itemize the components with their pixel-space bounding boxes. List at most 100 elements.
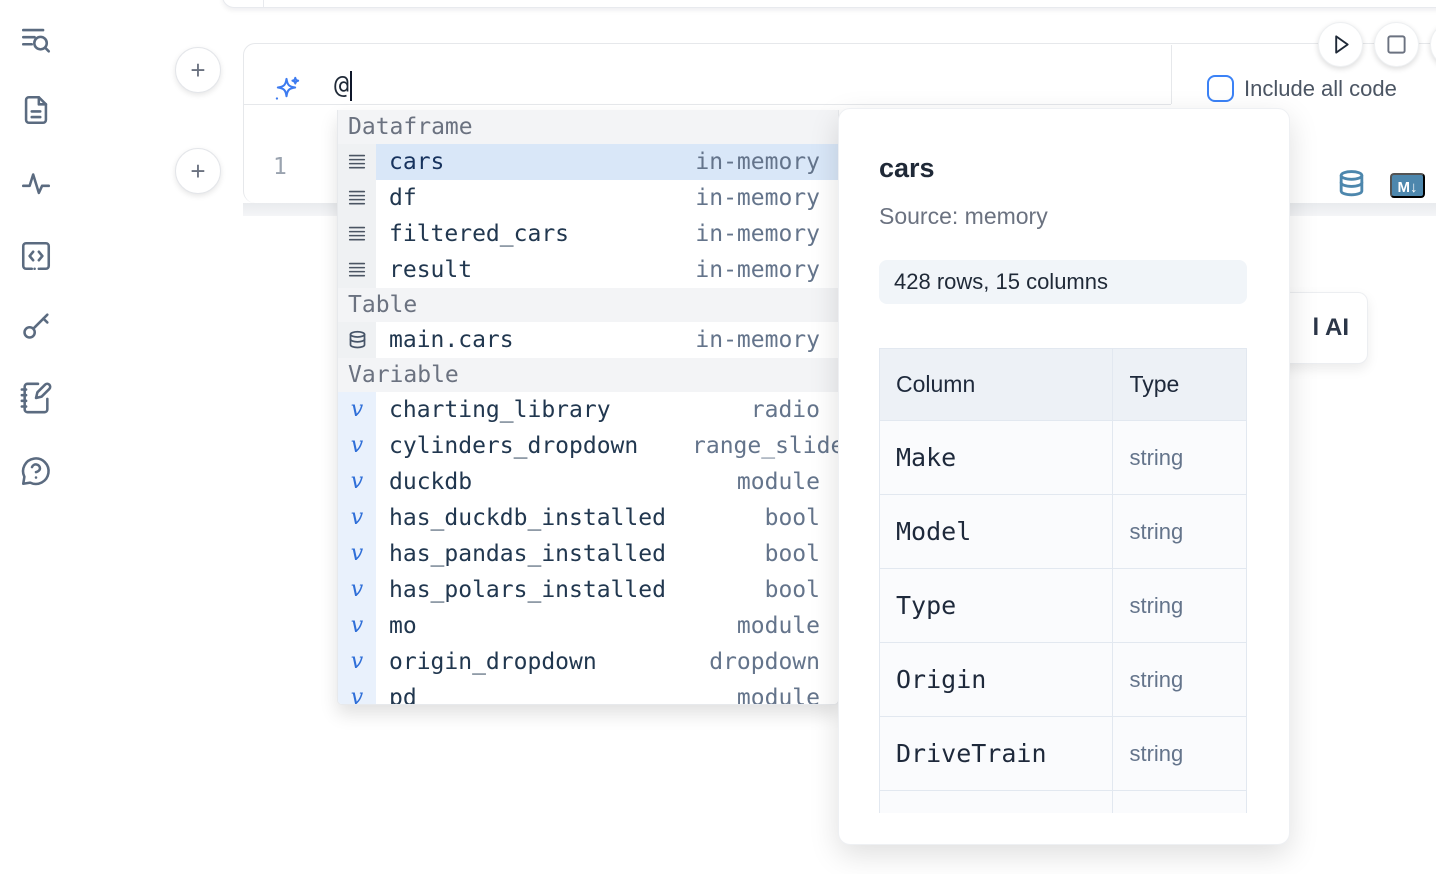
- completion-item[interactable]: v mo module: [338, 608, 838, 644]
- completion-item[interactable]: v duckdb module: [338, 464, 838, 500]
- schema-column-name: Make: [879, 420, 1114, 495]
- dataframe-preview-popup: cars Source: memory 428 rows, 15 columns…: [838, 108, 1290, 845]
- completion-item-label: mo: [389, 613, 417, 639]
- schema-table: Column Type Make string Model string Typ…: [879, 348, 1247, 813]
- completion-item-icon: [338, 252, 376, 288]
- completion-item-label: df: [389, 185, 417, 211]
- schema-column-name: Origin: [879, 642, 1114, 717]
- schema-column-type: string: [1112, 716, 1247, 791]
- completion-item[interactable]: v charting_library radio: [338, 392, 838, 428]
- add-cell-above-button[interactable]: +: [175, 47, 221, 93]
- autocomplete-section: Table main.cars in-memory: [338, 288, 838, 358]
- completion-item-detail: range_slider: [692, 433, 838, 459]
- schema-column-type: string: [1112, 494, 1247, 569]
- sidebar-item-help[interactable]: [18, 454, 54, 490]
- completion-item-detail: in-memory: [695, 185, 820, 211]
- run-cell-button[interactable]: [1318, 22, 1363, 67]
- completion-item-detail: in-memory: [695, 221, 820, 247]
- completion-item[interactable]: main.cars in-memory: [338, 322, 838, 358]
- mention-autocomplete-dropdown: Dataframe cars in-memory df in-memory fi…: [337, 110, 839, 705]
- completion-item[interactable]: v origin_dropdown dropdown: [338, 644, 838, 680]
- autocomplete-section-header: Variable: [338, 358, 838, 392]
- completion-item-detail: module: [736, 613, 820, 639]
- completion-item-label: has_duckdb_installed: [389, 505, 666, 531]
- play-icon: [1335, 35, 1349, 54]
- key-icon: [23, 313, 49, 339]
- schema-row: Make string: [879, 420, 1247, 495]
- schema-table-wrap: Column Type Make string Model string Typ…: [879, 348, 1247, 813]
- left-sidebar: [0, 0, 70, 874]
- completion-item[interactable]: df in-memory: [338, 180, 838, 216]
- autocomplete-section: Variable v charting_library radio v cyli…: [338, 358, 838, 705]
- completion-item-icon: v: [338, 680, 376, 704]
- completion-item[interactable]: filtered_cars in-memory: [338, 216, 838, 252]
- completion-item-label: duckdb: [389, 469, 473, 495]
- list-search-icon: [21, 28, 51, 53]
- schema-header-row: Column Type: [879, 348, 1247, 421]
- schema-row: DriveTrain string: [879, 716, 1247, 791]
- schema-column-type: [1112, 790, 1247, 813]
- completion-item-label: charting_library: [389, 397, 611, 423]
- completion-item[interactable]: v cylinders_dropdown range_slider: [338, 428, 838, 464]
- completion-item-icon: [338, 180, 376, 216]
- completion-item-label: filtered_cars: [389, 221, 570, 247]
- variable-icon: v: [350, 469, 364, 494]
- completion-item[interactable]: cars in-memory: [338, 144, 838, 180]
- completion-item[interactable]: v has_pandas_installed bool: [338, 536, 838, 572]
- sidebar-item-scratchpad[interactable]: [18, 381, 54, 417]
- schema-column-name: [879, 790, 1114, 813]
- completion-item-detail: in-memory: [695, 149, 820, 175]
- completion-item-icon: v: [338, 572, 376, 608]
- autocomplete-section-header: Dataframe: [338, 110, 838, 144]
- schema-column-name: DriveTrain: [879, 716, 1114, 791]
- completion-item-detail: dropdown: [709, 649, 820, 675]
- datasource-button[interactable]: [1336, 169, 1367, 203]
- completion-item-detail: radio: [750, 397, 820, 423]
- previous-cell-divider: [263, 0, 264, 7]
- stop-button[interactable]: [1374, 22, 1419, 67]
- completion-item[interactable]: v pd module: [338, 680, 838, 705]
- prompt-value: @: [334, 70, 350, 99]
- column-header: Column: [879, 348, 1114, 421]
- completion-item-label: cylinders_dropdown: [389, 433, 639, 459]
- completion-item-label: result: [389, 257, 473, 283]
- schema-column-name: Type: [879, 568, 1114, 643]
- schema-row: Origin string: [879, 642, 1247, 717]
- autocomplete-section-items: cars in-memory df in-memory filtered_car…: [338, 144, 838, 288]
- ai-prompt-input[interactable]: @: [334, 70, 353, 101]
- completion-item[interactable]: result in-memory: [338, 252, 838, 288]
- completion-item-icon: v: [338, 608, 376, 644]
- preview-title: cars: [879, 153, 935, 183]
- include-all-code-checkbox[interactable]: [1207, 75, 1234, 102]
- completion-item-icon: v: [338, 428, 376, 464]
- add-cell-below-button[interactable]: +: [175, 148, 221, 194]
- sidebar-item-snippets[interactable]: [18, 239, 54, 275]
- variable-icon: v: [350, 397, 364, 422]
- database-icon: [1339, 170, 1364, 197]
- stop-square-icon: [1387, 35, 1406, 54]
- type-header: Type: [1112, 348, 1247, 421]
- completion-item-label: pd: [389, 685, 417, 705]
- completion-item-detail: bool: [764, 505, 820, 531]
- schema-column-name: Model: [879, 494, 1114, 569]
- rows-icon: [348, 154, 366, 169]
- rows-icon: [348, 262, 366, 277]
- completion-item-icon: [338, 322, 376, 358]
- text-cursor: [350, 71, 353, 101]
- sidebar-item-files[interactable]: [18, 93, 54, 129]
- variable-icon: v: [350, 505, 364, 530]
- completion-item[interactable]: v has_duckdb_installed bool: [338, 500, 838, 536]
- schema-row: Type string: [879, 568, 1247, 643]
- completion-item-detail: bool: [764, 577, 820, 603]
- completion-item[interactable]: v has_polars_installed bool: [338, 572, 838, 608]
- completion-item-label: cars: [389, 149, 445, 175]
- markdown-badge-button[interactable]: M↓: [1390, 173, 1425, 198]
- line-number: 1: [273, 154, 287, 180]
- schema-column-type: string: [1112, 642, 1247, 717]
- sidebar-item-activity[interactable]: [18, 166, 54, 202]
- ai-sparkle-icon: [271, 75, 302, 111]
- sidebar-item-secrets[interactable]: [18, 309, 54, 345]
- autocomplete-section-items: main.cars in-memory: [338, 322, 838, 358]
- variable-icon: v: [350, 649, 364, 674]
- sidebar-item-search[interactable]: [18, 23, 54, 59]
